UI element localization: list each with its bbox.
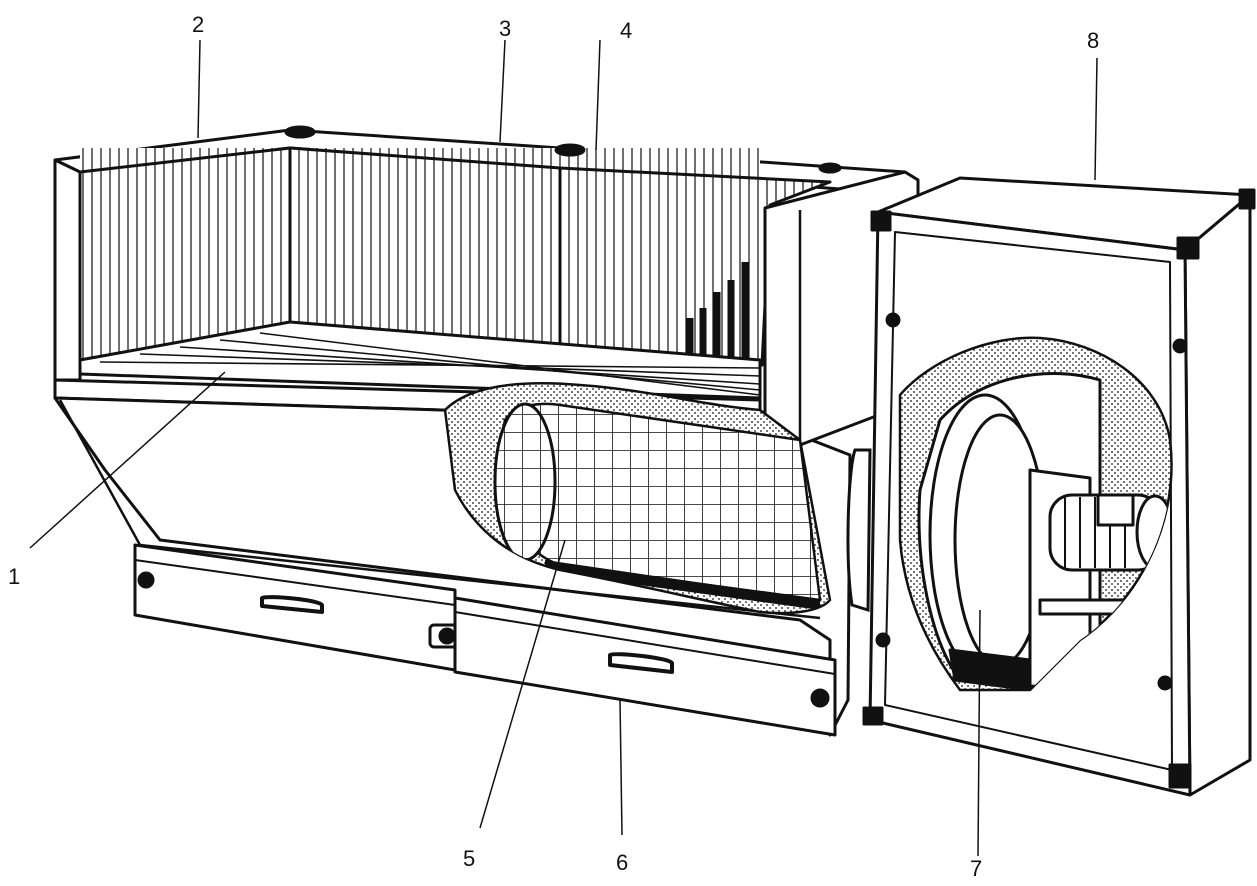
leader-lines <box>29 39 1098 857</box>
callout-8: 8 <box>1087 28 1100 53</box>
callout-7: 7 <box>970 856 983 881</box>
filter-cutaway <box>443 382 832 615</box>
callout-4: 4 <box>620 18 633 43</box>
duct-flange <box>846 448 872 613</box>
callout-6: 6 <box>616 850 629 875</box>
drawer-right <box>453 596 837 737</box>
callout-2: 2 <box>192 12 205 37</box>
fan-cutaway <box>898 336 1173 692</box>
callout-1: 1 <box>8 564 21 589</box>
callout-3: 3 <box>499 16 512 41</box>
callout-5: 5 <box>463 846 476 871</box>
